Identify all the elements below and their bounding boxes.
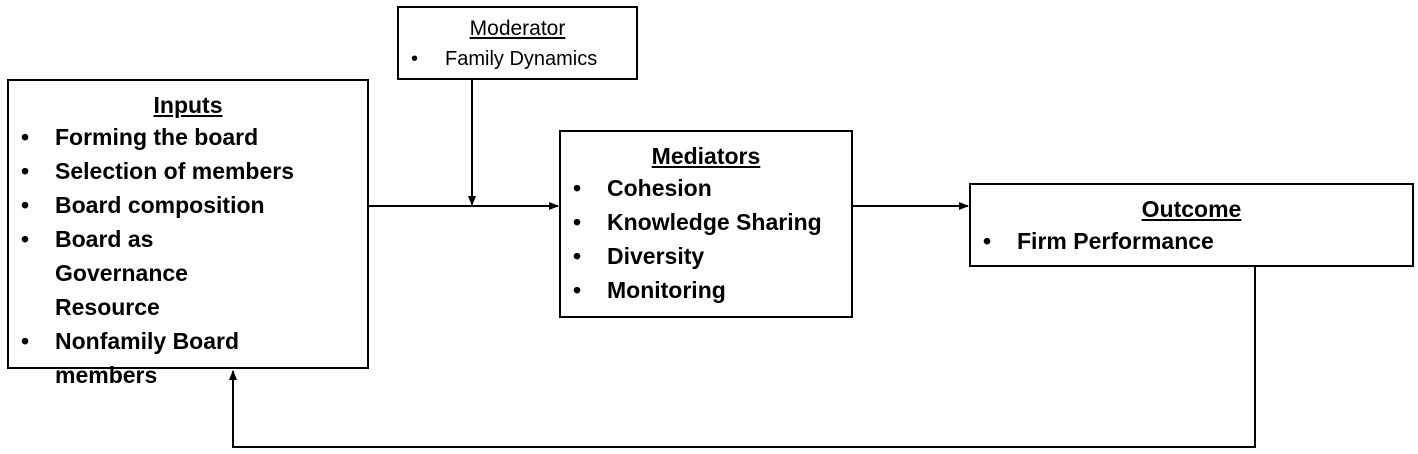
bullet-icon: • xyxy=(21,328,30,354)
mediators-list: •Cohesion •Knowledge Sharing •Diversity … xyxy=(561,171,851,307)
list-item: •Diversity xyxy=(561,239,851,273)
outcome-list: •Firm Performance xyxy=(971,224,1412,258)
bullet-icon: • xyxy=(573,175,582,201)
bullet-icon: • xyxy=(573,209,582,235)
bullet-icon: • xyxy=(21,124,30,150)
moderator-list: •Family Dynamics xyxy=(399,46,636,72)
inputs-list: •Forming the board •Selection of members… xyxy=(9,120,367,392)
list-item: •Family Dynamics xyxy=(411,48,598,70)
list-item: •Knowledge Sharing xyxy=(561,205,851,239)
list-item: •Cohesion xyxy=(561,171,851,205)
outcome-box: Outcome •Firm Performance xyxy=(969,183,1414,267)
bullet-icon: • xyxy=(21,192,30,218)
outcome-title: Outcome xyxy=(1141,196,1242,222)
bullet-icon: • xyxy=(21,226,30,252)
bullet-icon: • xyxy=(21,158,30,184)
bullet-icon: • xyxy=(983,228,992,254)
list-item: •Nonfamily Board members xyxy=(9,324,255,392)
bullet-icon: • xyxy=(573,243,582,269)
mediators-title: Mediators xyxy=(651,143,761,169)
inputs-title: Inputs xyxy=(153,92,223,118)
mediators-box: Mediators •Cohesion •Knowledge Sharing •… xyxy=(559,130,853,318)
list-item: •Monitoring xyxy=(561,273,851,307)
arrow-feedback-outcome-to-inputs xyxy=(229,267,1256,448)
inputs-box: Inputs •Forming the board •Selection of … xyxy=(7,79,369,388)
moderator-title: Moderator xyxy=(469,17,566,40)
moderator-box: Moderator •Family Dynamics xyxy=(397,6,638,80)
bullet-icon: • xyxy=(411,48,419,70)
list-item: •Selection of members xyxy=(9,154,367,188)
list-item: •Board composition xyxy=(9,188,367,222)
list-item: •Forming the board xyxy=(9,120,367,154)
bullet-icon: • xyxy=(573,277,582,303)
list-item: •Firm Performance xyxy=(971,224,1412,258)
list-item: •Board as Governance Resource xyxy=(9,222,255,324)
